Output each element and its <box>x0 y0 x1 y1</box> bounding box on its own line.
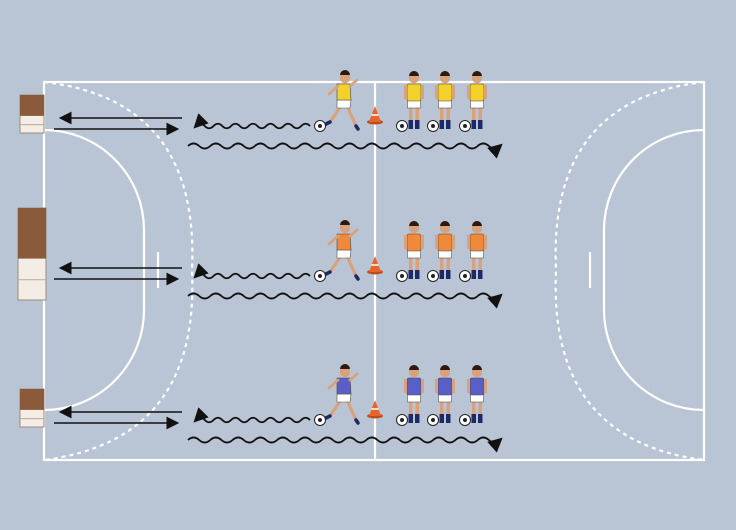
dribble-arrow-back <box>193 263 311 280</box>
dribble-arrow-forward <box>187 292 503 309</box>
running-player-icon <box>324 364 360 425</box>
soccer-ball-icon <box>459 270 471 282</box>
right-goal-area-line <box>602 128 705 412</box>
standing-player-icon <box>467 365 487 423</box>
soccer-ball-icon <box>396 414 408 426</box>
cone-icon <box>367 256 383 275</box>
goal-boxes <box>17 94 47 428</box>
soccer-ball-icon <box>314 414 326 426</box>
standing-player-icon <box>435 71 455 129</box>
running-player-icon <box>324 70 360 131</box>
soccer-ball-icon <box>427 120 439 132</box>
dribble-arrow-forward <box>187 142 503 159</box>
standing-player-icon <box>404 71 424 129</box>
running-player-icon <box>324 220 360 281</box>
standing-player-icon <box>435 365 455 423</box>
standing-player-icon <box>435 221 455 279</box>
cone-icon <box>367 400 383 419</box>
soccer-ball-icon <box>396 270 408 282</box>
soccer-ball-icon <box>314 120 326 132</box>
target-box-icon <box>19 388 45 428</box>
dribble-arrow-back <box>193 407 311 424</box>
cones <box>367 106 383 419</box>
soccer-ball-icon <box>396 120 408 132</box>
soccer-ball-icon <box>459 120 471 132</box>
target-box-icon <box>19 94 45 134</box>
dribble-paths <box>187 113 503 453</box>
pass-arrows <box>54 111 182 430</box>
dribble-arrow-forward <box>187 436 503 453</box>
standing-player-icon <box>467 221 487 279</box>
target-box-icon <box>17 207 47 301</box>
players <box>314 70 487 426</box>
standing-player-icon <box>467 71 487 129</box>
dribble-arrow-back <box>193 113 311 130</box>
cone-icon <box>367 106 383 125</box>
standing-player-icon <box>404 365 424 423</box>
left-goal-area-line <box>43 128 146 412</box>
soccer-ball-icon <box>459 414 471 426</box>
soccer-ball-icon <box>427 414 439 426</box>
standing-player-icon <box>404 221 424 279</box>
soccer-ball-icon <box>314 270 326 282</box>
soccer-ball-icon <box>427 270 439 282</box>
